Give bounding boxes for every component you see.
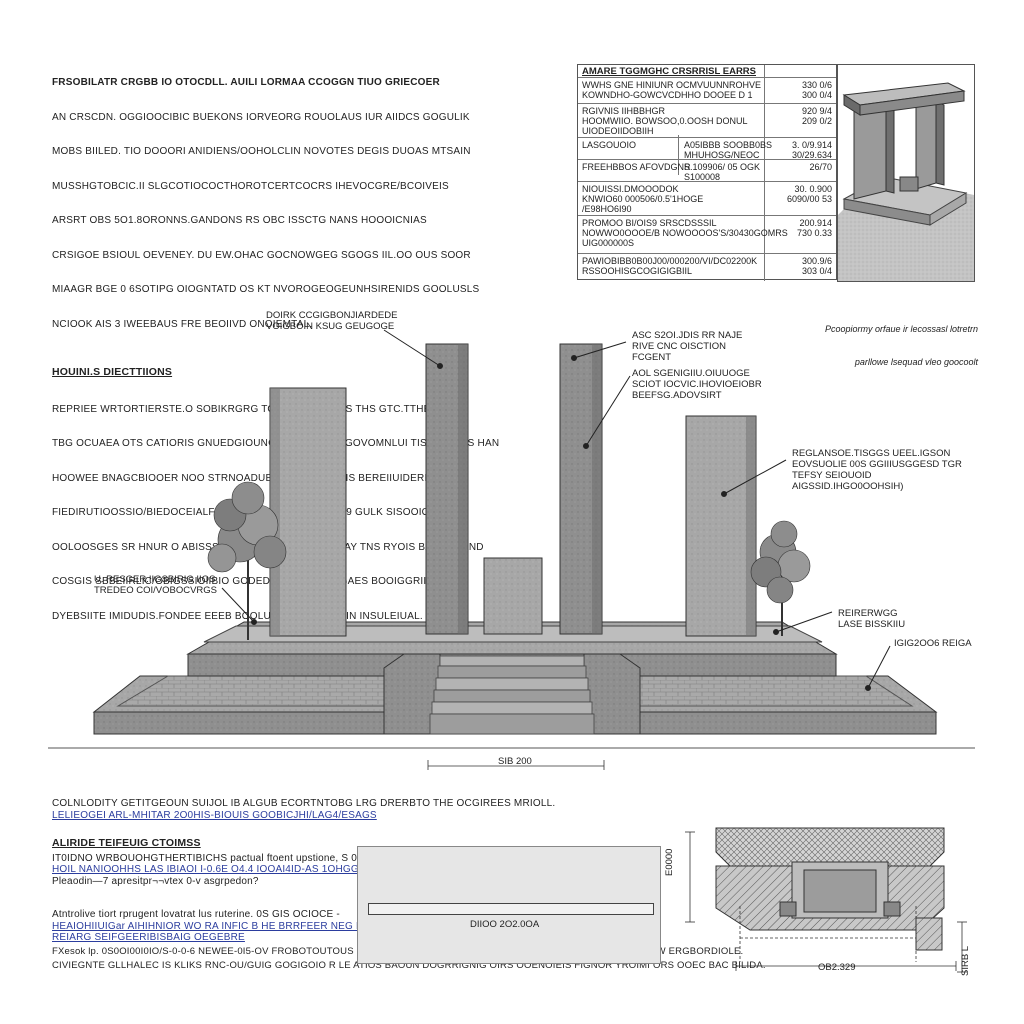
caption-line: parllowe lsequad vleo goocoolt xyxy=(854,357,978,367)
paving-right xyxy=(629,675,914,707)
spec-cell: PAWIOBIBB0B00J00/000200/VI/DC02200K RSSO… xyxy=(582,256,758,276)
spec-cell: PROMOO BI/OIS9 SRSCDSSSIL NOWWO0OOOE/B N… xyxy=(582,218,788,248)
callout-top-right-2: AOL SGENIGIIU.OIUUOGE SCIOT IOCVIC.IHOVI… xyxy=(632,368,762,401)
monolith-center-low xyxy=(483,557,543,635)
intro-text-block: FRSOBILATR CRGBB IO OTOCDLL. AUILI LORMA… xyxy=(52,54,499,645)
text-line-link[interactable]: HOIL NANIOOHHS LAS IBIAOI I-0.6E O4.4 IO… xyxy=(52,864,380,875)
callout-paving: IGIG2OO6 REIGA xyxy=(894,638,972,649)
bottom-note-link[interactable]: LELIEOGEI ARL-MHITAR 2O0HIS-BIOUIS GOOBI… xyxy=(52,810,377,821)
monument-sketch xyxy=(838,82,974,281)
text-line: ARSRT OBS 5O1.8ORONNS.GANDONS RS OBC ISS… xyxy=(52,215,427,226)
callout-tree: U. RESGER.IIGSBIRIG IIOS TREDEO COI/VOBO… xyxy=(94,574,217,596)
spec-value: 920 9/4 209 0/2 xyxy=(801,106,832,126)
text-line: AN CRSCDN. OGGIOOCIBIC BUEKONS IORVEORG … xyxy=(52,111,470,123)
memorial-perspective xyxy=(48,329,975,770)
section-detail xyxy=(685,827,967,973)
tree-right xyxy=(750,520,811,636)
spec-value: 30. 0.900 6090/00 53 xyxy=(786,184,832,204)
text-line: MIAAGR BGE 0 6SOTIPG OIOGNTATD OS KT NVO… xyxy=(52,284,480,295)
spec-value: 3. 0/9.914 30/29.634 xyxy=(791,140,832,160)
spec-cell: NIOUISSI.DMOOODOK KNWIO60 000506/0.5'1HO… xyxy=(582,184,704,214)
section-heading: ALIRIDE TEIFEUIG CTOIMSS xyxy=(52,837,201,849)
spec-row: PROMOO BI/OIS9 SRSCDSSSIL NOWWO0OOOE/B N… xyxy=(578,215,836,254)
text-line: Atntrolive tiort rprugent lovatrat lus r… xyxy=(52,909,340,920)
spec-value: 300.9/6 303 0/4 xyxy=(801,256,832,276)
spec-cell: A05IBBB SOOBB0BS MHUHOSG/NEOC xyxy=(684,140,773,160)
section-dim-vertical-right: SIRB L xyxy=(960,945,971,976)
paving-left xyxy=(116,675,401,707)
text-line: NCIOOK AIS 3 IWEEBAUS FRE BEOIIVD ONOIEM… xyxy=(52,318,313,330)
bottom-left-block: ALIRIDE TEIFEUIG CTOIMSS IT0IDNO WRBOUOH… xyxy=(52,837,388,944)
spec-table: AMARE TGGMGHC CRSRRISL EARRS WWHS GNE HI… xyxy=(577,64,837,281)
monolith-left-wide xyxy=(269,387,347,637)
spec-value: 26/70 xyxy=(809,162,832,172)
monolith-right-wide xyxy=(685,415,757,637)
spec-row: RGIVNIS IIHBBHGR HOOMWIIO. BOWSOO,0.OOSH… xyxy=(578,103,836,138)
text-line: FRSOBILATR CRGBB IO OTOCDLL. AUILI LORMA… xyxy=(52,77,440,88)
text-line-link[interactable]: REIARG SEIFGEERIBISBAIG OEGEBRE xyxy=(52,932,245,943)
section-dim-vertical-left: E0000 xyxy=(664,848,675,876)
spec-value: 330 0/6 300 0/4 xyxy=(801,80,832,100)
spec-cell: LASGOUOIO xyxy=(582,140,637,150)
spec-cell: WWHS GNE HINIUNR OCMVUUNNROHVE KOWNDHO-G… xyxy=(582,80,761,100)
stairs xyxy=(429,655,595,735)
sample-bar xyxy=(368,903,654,915)
bottom-note: COLNLODITY GETITGEOUN SUIJOL IB ALGUB EC… xyxy=(52,798,556,809)
dimension-main xyxy=(427,760,605,770)
leader-lines xyxy=(221,329,891,691)
inset-sketch xyxy=(837,64,975,282)
spec-row: FREEHBBOS AFOVDGNR S.109906/ 05 OGK S100… xyxy=(578,159,836,182)
section-dim-horizontal: OB2.329 xyxy=(818,962,856,973)
stone-sample-panel: DIIOO 2O2.0OA xyxy=(357,846,661,964)
monolith-tall-right xyxy=(559,343,603,635)
spec-cell: RGIVNIS IIHBBHGR HOOMWIIO. BOWSOO,0.OOSH… xyxy=(582,106,748,136)
text-line: CRSIGOE BSIOUL OEVENEY. DU EW.OHAC GOCNO… xyxy=(52,249,471,261)
text-line: IT0IDNO WRBOUOHGTHERTIBICHS pactual ftoe… xyxy=(52,852,386,864)
section-heading: HOUINI.S DIECTTIIONS xyxy=(52,366,173,378)
callout-right-monolith: REGLANSOE.TISGGS UEEL.IGSON EOVSUOLIE 00… xyxy=(792,448,962,492)
monolith-tall-left xyxy=(425,343,469,635)
spec-row: NIOUISSI.DMOOODOK KNWIO60 000506/0.5'1HO… xyxy=(578,181,836,216)
spec-cell: FREEHBBOS AFOVDGNR xyxy=(582,162,691,172)
text-line: Pleaodin—7 apresitpr¬¬vtex 0-v asgrpedon… xyxy=(52,875,259,887)
spec-row: PAWIOBIBB0B00J00/000200/VI/DC02200K RSSO… xyxy=(578,253,836,280)
inset-caption: Pcoopiormy orfaue ir lecossasl lotretrn … xyxy=(818,302,978,379)
caption-line: Pcoopiormy orfaue ir lecossasl lotretrn xyxy=(824,324,978,334)
spec-table-title: AMARE TGGMGHC CRSRRISL EARRS xyxy=(582,66,756,77)
text-line: MUSSHGTOBCIC.II SLGCOTIOCOCTHOROTCERTCOC… xyxy=(52,180,449,192)
sample-label: DIIOO 2O2.0OA xyxy=(470,919,540,930)
tree-left xyxy=(207,481,287,640)
spec-cell: S.109906/ 05 OGK S100008 xyxy=(684,162,761,182)
callout-top-right-1: ASC S2OI.JDIS RR NAJE RIVE CNC OISCTION … xyxy=(632,330,743,363)
text-line: MOBS BIILED. TIO DOOORI ANIDIENS/OOHOLCL… xyxy=(52,146,471,157)
callout-top-left: DOIRK CCGIGBONJIARDEDE VOIGBOIN KSUG GEU… xyxy=(266,310,398,332)
spec-row: WWHS GNE HINIUNR OCMVUUNNROHVE KOWNDHO-G… xyxy=(578,77,836,104)
dimension-label: SIB 200 xyxy=(498,756,532,767)
bottom-footer-line: CIVIEGNTE GLLHALEC IS KLIKS RNC-OU/GUIG … xyxy=(52,960,766,971)
callout-planter: REIRERWGG LASE BISSKIIU xyxy=(838,608,906,630)
intro-paragraph: FRSOBILATR CRGBB IO OTOCDLL. AUILI LORMA… xyxy=(52,54,480,353)
text-line-link[interactable]: HEAIOHIIUIGar AIHIHNIOR WO RA INFIC B HE… xyxy=(52,920,388,932)
spec-value: 200.914 730 0.33 xyxy=(796,218,832,238)
spec-row: LASGOUOIO A05IBBB SOOBB0BS MHUHOSG/NEOC … xyxy=(578,137,836,160)
